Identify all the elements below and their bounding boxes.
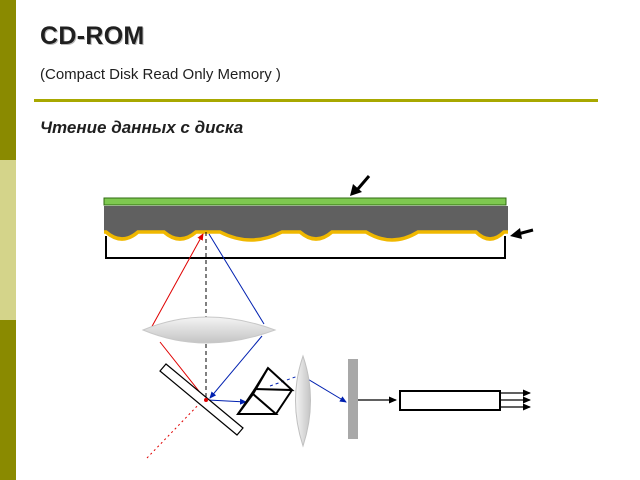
title-divider <box>34 99 598 102</box>
prism <box>236 366 295 415</box>
laser-beam-segment <box>149 233 204 331</box>
reflected-beam-segment <box>208 233 265 325</box>
reflected-beam-segment <box>269 375 299 387</box>
photodetector <box>348 359 358 439</box>
signal-processor-block <box>399 390 501 411</box>
reflective-layer <box>104 230 508 242</box>
pointer-arrow-icon <box>510 228 534 239</box>
sidebar-segment-middle <box>0 160 16 320</box>
focusing-lens <box>295 354 311 448</box>
disc-substrate <box>105 236 506 259</box>
slide-subtitle: (Compact Disk Read Only Memory ) <box>40 66 281 83</box>
slide-title: CD-ROM <box>40 22 145 50</box>
sidebar-segment-bottom <box>0 320 16 480</box>
sidebar-decoration <box>0 0 16 480</box>
pointer-arrow-icon <box>350 175 371 196</box>
section-heading: Чтение данных с диска <box>40 118 244 137</box>
sidebar-segment-top <box>0 0 16 160</box>
beam-splitter-point <box>204 398 208 402</box>
disc-label-layer <box>103 197 507 206</box>
incoming-laser-beam <box>146 399 204 459</box>
objective-lens <box>141 316 277 344</box>
reflected-beam-segment <box>207 398 247 405</box>
beam-splitter <box>159 363 244 436</box>
reflected-beam-segment <box>209 335 263 399</box>
reflected-beam-segment <box>305 377 347 403</box>
